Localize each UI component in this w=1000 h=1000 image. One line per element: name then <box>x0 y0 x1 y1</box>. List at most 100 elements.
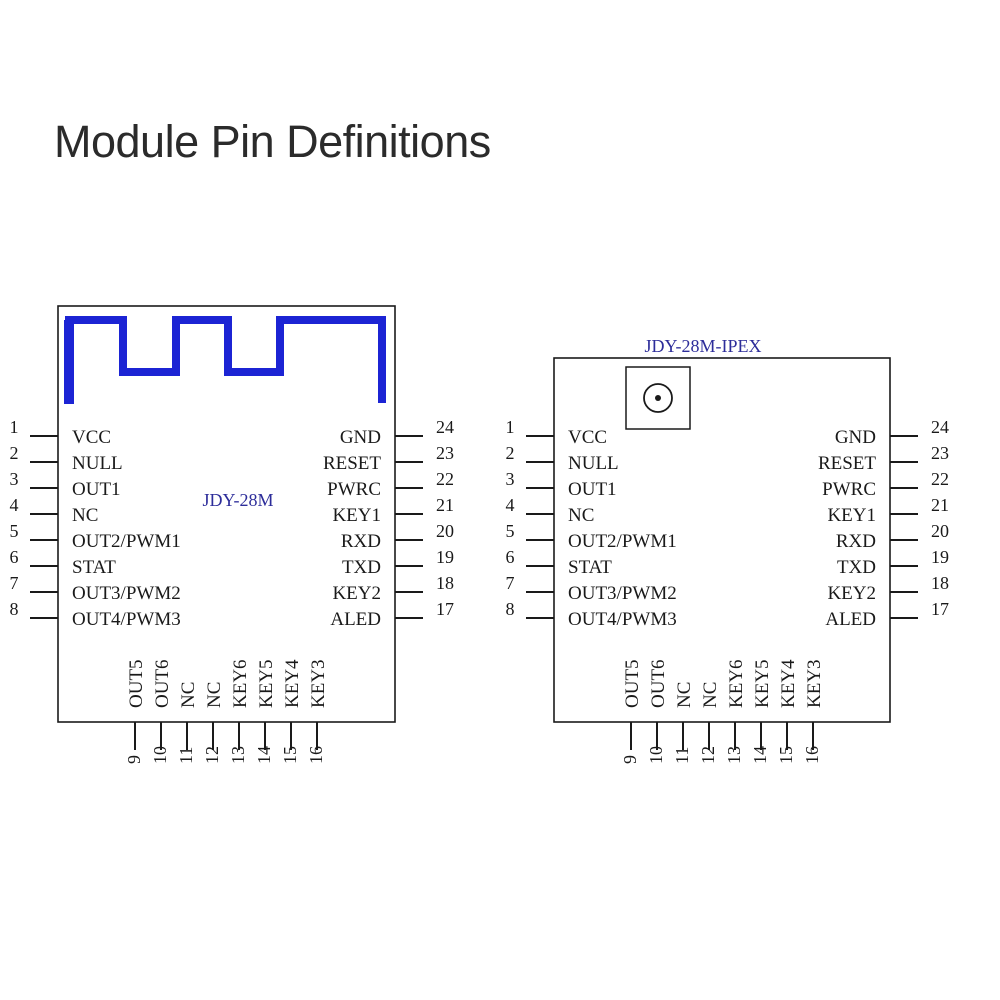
pin-number: 12 <box>202 746 222 764</box>
ipex-connector <box>625 366 691 430</box>
pin-number: 12 <box>698 746 718 764</box>
module-name: JDY-28M-IPEX <box>645 336 762 356</box>
pin-number: 11 <box>176 747 196 764</box>
pin-number: 24 <box>931 417 949 437</box>
pin-label: GND <box>340 427 381 448</box>
pin-label: NC <box>674 682 695 708</box>
pin-number: 21 <box>931 495 949 515</box>
pin-number: 8 <box>506 599 515 619</box>
ipex-center <box>655 395 661 401</box>
pin-label: OUT4/PWM3 <box>72 609 181 630</box>
pin-number: 19 <box>436 547 454 567</box>
pcb-antenna-trace <box>65 316 386 403</box>
pin-number: 18 <box>931 573 949 593</box>
pin-label: KEY6 <box>230 659 251 708</box>
pin-number: 10 <box>150 746 170 764</box>
pin-number: 15 <box>280 746 300 764</box>
ipex-ring <box>643 383 673 413</box>
pin-label: OUT2/PWM1 <box>568 531 677 552</box>
pin-label: VCC <box>72 427 111 448</box>
pin-label: NC <box>178 682 199 708</box>
pin-label: OUT3/PWM2 <box>568 583 677 604</box>
pin-number: 6 <box>10 547 19 567</box>
pin-label: KEY1 <box>827 505 876 526</box>
pin-label: OUT6 <box>648 659 669 708</box>
page-title: Module Pin Definitions <box>54 116 491 167</box>
pin-label: OUT1 <box>72 479 121 500</box>
pin-label: STAT <box>72 557 116 578</box>
pin-number: 8 <box>10 599 19 619</box>
pin-number: 4 <box>10 495 19 515</box>
pin-label: KEY6 <box>726 659 747 708</box>
pin-number: 13 <box>228 746 248 764</box>
pin-number: 20 <box>931 521 949 541</box>
pin-label: RXD <box>341 531 381 552</box>
pin-number: 17 <box>436 599 454 619</box>
pin-number: 9 <box>124 755 144 764</box>
pin-number: 24 <box>436 417 454 437</box>
pin-label: STAT <box>568 557 612 578</box>
pin-label: NC <box>72 505 98 526</box>
pin-label: KEY2 <box>332 583 381 604</box>
pin-number: 7 <box>506 573 515 593</box>
pcb-antenna-feed <box>64 320 74 404</box>
pin-number: 1 <box>506 417 515 437</box>
pin-number: 5 <box>10 521 19 541</box>
pin-label: TXD <box>837 557 876 578</box>
pin-label: PWRC <box>822 479 876 500</box>
pin-label: KEY4 <box>778 659 799 708</box>
pin-number: 14 <box>750 746 770 764</box>
pin-label: NULL <box>72 453 123 474</box>
pin-label: KEY3 <box>308 659 329 708</box>
pin-number: 21 <box>436 495 454 515</box>
pin-label: ALED <box>330 609 381 630</box>
pin-number: 23 <box>436 443 454 463</box>
pin-label: NC <box>204 682 225 708</box>
pin-label: OUT5 <box>126 659 147 708</box>
pin-number: 2 <box>10 443 19 463</box>
pin-number: 17 <box>931 599 949 619</box>
pin-number: 14 <box>254 746 274 764</box>
pin-number: 5 <box>506 521 515 541</box>
pin-label: RXD <box>836 531 876 552</box>
pin-label: KEY5 <box>256 659 277 708</box>
pin-number: 22 <box>931 469 949 489</box>
pin-number: 22 <box>436 469 454 489</box>
pin-number: 3 <box>10 469 19 489</box>
pin-label: NULL <box>568 453 619 474</box>
pin-label: OUT5 <box>622 659 643 708</box>
pin-number: 23 <box>931 443 949 463</box>
pin-number: 20 <box>436 521 454 541</box>
pin-label: KEY3 <box>804 659 825 708</box>
pin-label: RESET <box>323 453 381 474</box>
pin-number: 9 <box>620 755 640 764</box>
pin-number: 16 <box>306 746 326 764</box>
pin-label: KEY4 <box>282 659 303 708</box>
pin-number: 6 <box>506 547 515 567</box>
pin-label: KEY1 <box>332 505 381 526</box>
pin-number: 15 <box>776 746 796 764</box>
pin-label: TXD <box>342 557 381 578</box>
pin-label: GND <box>835 427 876 448</box>
pin-number: 2 <box>506 443 515 463</box>
pin-label: ALED <box>825 609 876 630</box>
pin-label: OUT1 <box>568 479 617 500</box>
pin-number: 10 <box>646 746 666 764</box>
pin-label: OUT2/PWM1 <box>72 531 181 552</box>
pin-number: 19 <box>931 547 949 567</box>
pin-number: 18 <box>436 573 454 593</box>
pin-number: 16 <box>802 746 822 764</box>
pin-label: OUT3/PWM2 <box>72 583 181 604</box>
pin-label: OUT6 <box>152 659 173 708</box>
pin-label: OUT4/PWM3 <box>568 609 677 630</box>
pin-number: 11 <box>672 747 692 764</box>
pin-number: 1 <box>10 417 19 437</box>
pin-number: 13 <box>724 746 744 764</box>
pin-label: VCC <box>568 427 607 448</box>
module-name: JDY-28M <box>202 490 273 510</box>
pin-label: KEY2 <box>827 583 876 604</box>
pin-label: NC <box>568 505 594 526</box>
